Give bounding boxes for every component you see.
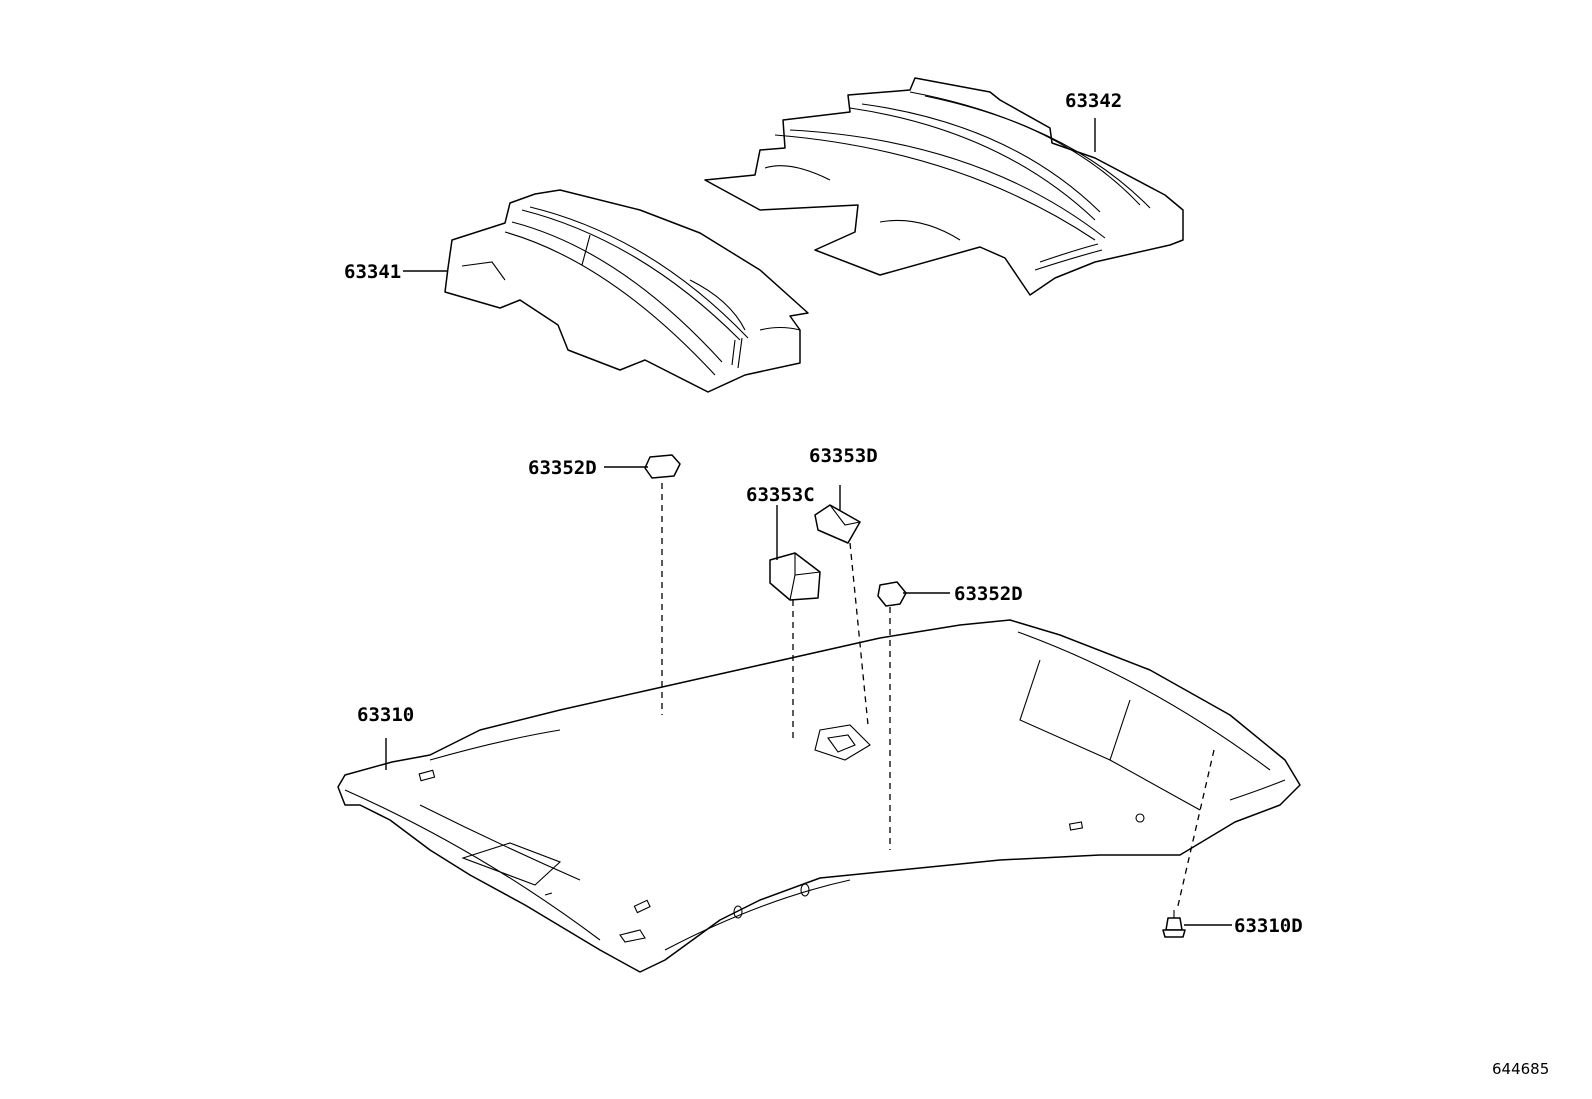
label-63353d: 63353D bbox=[809, 445, 878, 467]
part-63353d-pad[interactable] bbox=[814, 504, 861, 544]
installation-lines bbox=[661, 483, 1215, 911]
label-63341: 63341 bbox=[344, 261, 402, 283]
part-63353c-pad[interactable] bbox=[769, 552, 821, 601]
label-63310: 63310 bbox=[357, 704, 415, 726]
leader-lines bbox=[385, 118, 1232, 926]
diagram-number: 644685 bbox=[1492, 1060, 1550, 1078]
label-63310d: 63310D bbox=[1234, 915, 1303, 937]
part-63352d-pad-lower[interactable] bbox=[877, 581, 907, 607]
part-63310-headlining[interactable] bbox=[337, 619, 1301, 973]
part-63341-insulator-front[interactable] bbox=[444, 189, 809, 393]
part-63310d-clip[interactable] bbox=[1162, 910, 1186, 938]
part-63342-insulator-rear[interactable] bbox=[704, 77, 1184, 296]
label-63342: 63342 bbox=[1065, 90, 1123, 112]
label-63352d-a: 63352D bbox=[528, 457, 597, 479]
label-63352d-b: 63352D bbox=[954, 583, 1023, 605]
label-63353c: 63353C bbox=[746, 484, 815, 506]
part-63352d-pad-upper[interactable] bbox=[644, 454, 681, 479]
